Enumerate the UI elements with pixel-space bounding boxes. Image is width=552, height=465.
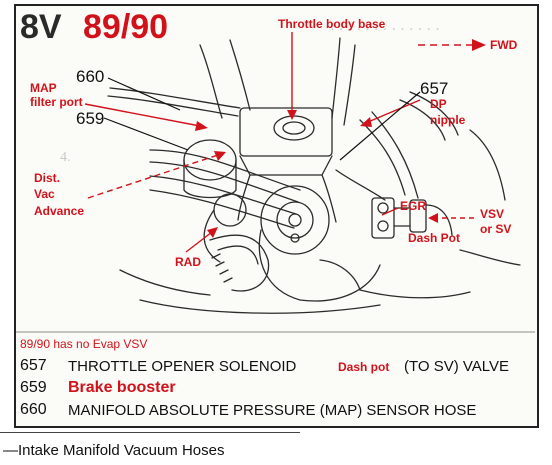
legend-text-659: Brake booster bbox=[68, 379, 176, 396]
pump-housing bbox=[260, 185, 330, 255]
diagram-frame bbox=[14, 4, 539, 428]
background-bleed-text: · · · · · · · · · · · · · bbox=[330, 22, 440, 38]
dash-pot bbox=[409, 199, 427, 233]
callout-vsv-line2: or SV bbox=[480, 222, 512, 236]
engine-code: 8V bbox=[20, 8, 62, 46]
callout-egr: EGR bbox=[400, 199, 427, 213]
callout-dist-line3: Advance bbox=[34, 204, 85, 218]
callout-map-line2: filter port bbox=[30, 95, 83, 109]
legend-text-657: THROTTLE OPENER SOLENOID bbox=[68, 358, 297, 375]
part-number-659: 659 bbox=[76, 109, 105, 128]
callout-dp-line1: DP bbox=[430, 97, 447, 111]
callout-rad: RAD bbox=[175, 255, 201, 269]
map-filter bbox=[183, 139, 237, 181]
radiator-hose bbox=[209, 234, 270, 292]
callout-dist-line2: Vac bbox=[34, 187, 55, 201]
callout-fwd: FWD bbox=[490, 38, 518, 52]
callout-map-line1: MAP bbox=[30, 81, 57, 95]
hose-line bbox=[109, 87, 241, 109]
callout-vsv-line1: VSV bbox=[480, 207, 505, 221]
legend-number-659: 659 bbox=[20, 379, 47, 396]
part-number-657: 657 bbox=[420, 79, 449, 98]
legend-text-657-valve: (TO SV) VALVE bbox=[404, 358, 510, 375]
vsv bbox=[371, 197, 395, 239]
part-number-660: 660 bbox=[76, 67, 105, 86]
distributor bbox=[213, 193, 247, 227]
model-years: 89/90 bbox=[83, 8, 169, 46]
caption-rule bbox=[0, 432, 300, 433]
legend-text-660: MANIFOLD ABSOLUTE PRESSURE (MAP) SENSOR … bbox=[68, 402, 477, 419]
background-bleed-text: 4. bbox=[60, 150, 71, 165]
legend-number-660: 660 bbox=[20, 401, 47, 418]
throttle-body bbox=[239, 107, 333, 157]
legend-dash-pot-note: Dash pot bbox=[338, 360, 390, 374]
callout-dash-pot: Dash Pot bbox=[408, 231, 461, 245]
callout-throttle-body-base: Throttle body base bbox=[278, 17, 386, 31]
callout-dist-line1: Dist. bbox=[34, 171, 61, 185]
legend-number-657: 657 bbox=[20, 357, 47, 374]
evap-vsv-note: 89/90 has no Evap VSV bbox=[20, 337, 148, 351]
figure-caption: —Intake Manifold Vacuum Hoses bbox=[3, 442, 225, 459]
callout-dp-line2: nipple bbox=[430, 113, 466, 127]
